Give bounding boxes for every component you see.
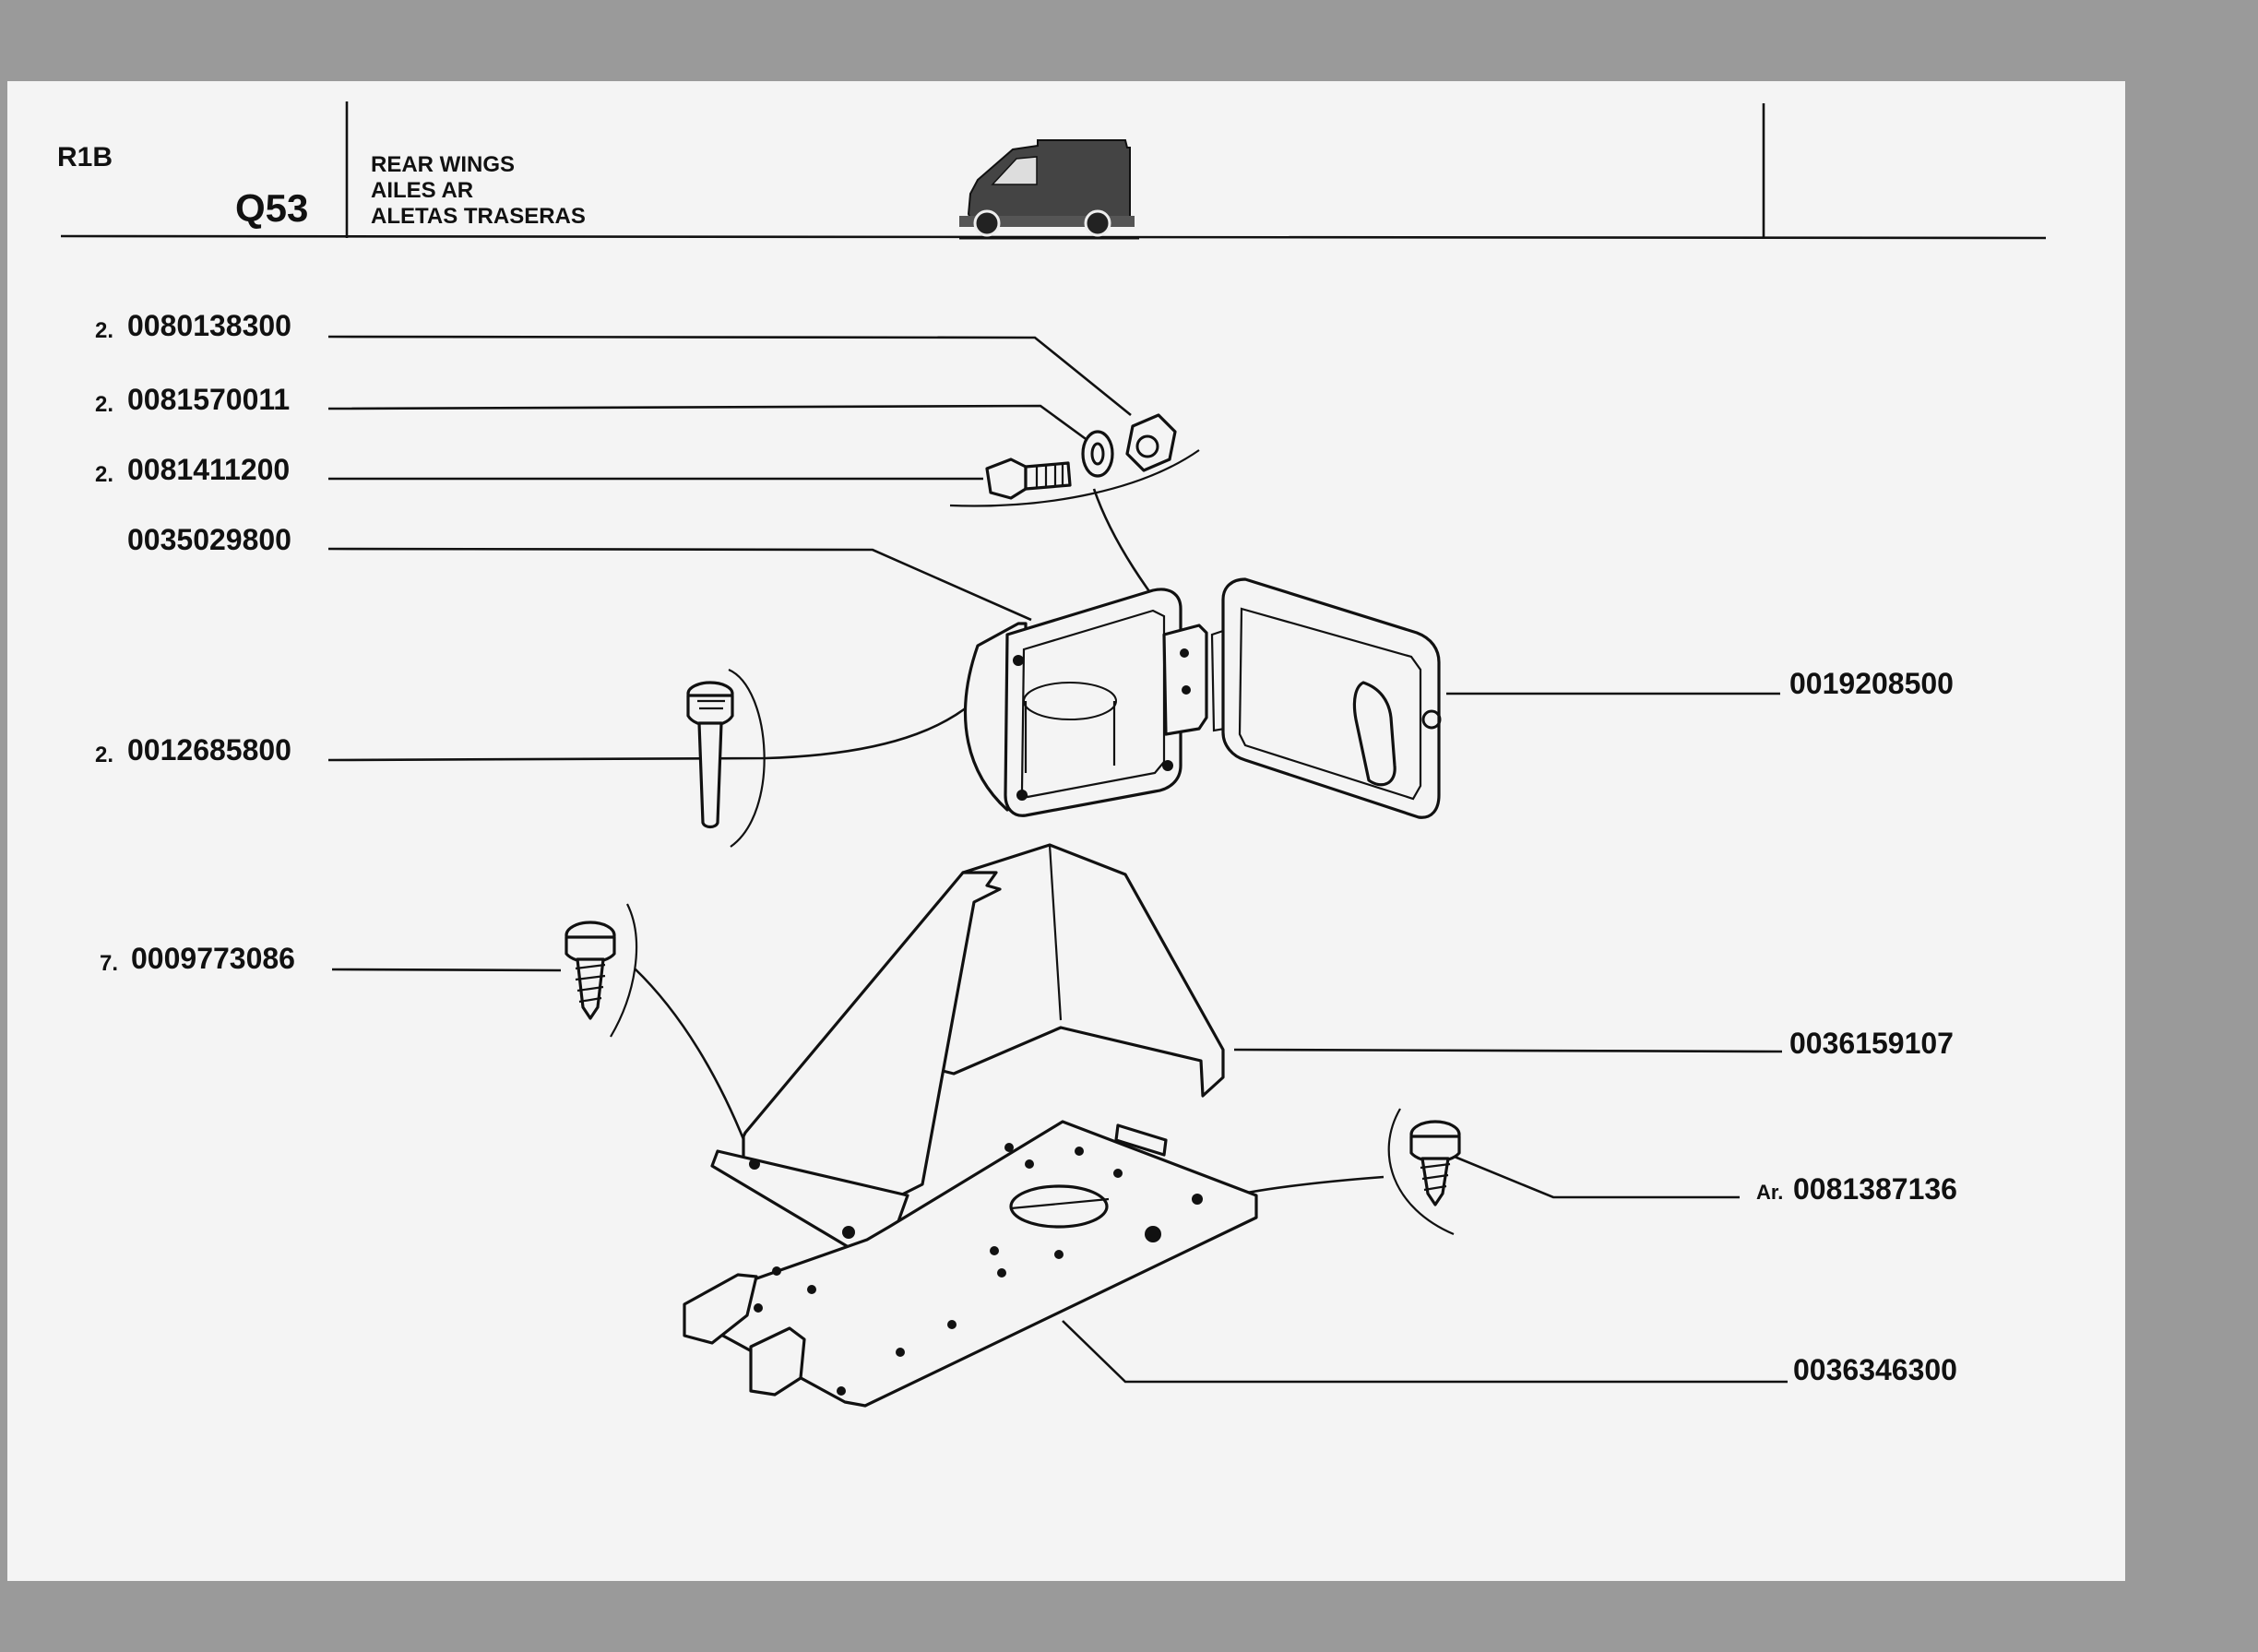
part-qty: 7.: [100, 951, 118, 976]
model-code: R1B: [57, 142, 113, 172]
header-block: R1B Q53 REAR WINGS AILES AR ALETAS TRASE…: [57, 101, 2047, 240]
filler-door: [1221, 577, 1442, 819]
part-number: 0009773086: [131, 942, 295, 975]
callout-arc: [1387, 1108, 1455, 1236]
hardware-screw-left: [564, 903, 637, 1038]
leader-line-pin: [327, 663, 1007, 762]
callout-arc: [610, 903, 637, 1038]
leader-line-bracket: [1233, 1048, 1783, 1053]
part-qty: 2.: [95, 462, 113, 487]
title-en: REAR WINGS: [371, 152, 515, 177]
part-qty: 2.: [95, 392, 113, 417]
part-label-6: 0019208500: [1789, 667, 1954, 700]
callout-arc: [949, 449, 1200, 507]
part-number: 0080138300: [127, 309, 291, 342]
title-fr: AILES AR: [371, 178, 473, 203]
part-number: 0081411200: [127, 453, 290, 486]
support-bracket: [710, 843, 1225, 1266]
leader-line-screw-left: [331, 968, 562, 972]
part-label-8: Ar. 0081387136: [1756, 1172, 1957, 1206]
part-label-0: 2. 0080138300: [95, 309, 291, 343]
part-qty: 2.: [95, 318, 113, 343]
leader-line-screw-right: [1449, 1153, 1740, 1199]
leader-line-base-plate: [1062, 1320, 1788, 1384]
door-latch: [1352, 681, 1396, 787]
hardware-nut-washer-bolt: [949, 413, 1200, 507]
part-qty: 2.: [95, 743, 113, 767]
part-number: 0081387136: [1793, 1172, 1957, 1206]
part-number: 0036159107: [1789, 1027, 1954, 1060]
bracket-rear-leg: [937, 843, 1225, 1098]
hardware-pin: [686, 668, 766, 848]
callout-arc: [728, 668, 766, 848]
plate-tab-left: [683, 1273, 758, 1345]
part-label-2: 2. 0081411200: [95, 453, 290, 487]
leader-line-cover: [327, 547, 1032, 622]
filler-cap-housing: [963, 588, 1182, 817]
hardware-screw-right: [1387, 1108, 1461, 1236]
housing-frame: [1004, 588, 1182, 817]
part-label-3: 0035029800: [127, 523, 291, 556]
part-number: 0019208500: [1789, 667, 1954, 700]
section-code: Q53: [235, 186, 308, 230]
leader-line-washer: [327, 404, 1089, 443]
base-plate: [683, 1120, 1258, 1408]
leader-line-screw-to-bracket: [634, 968, 747, 1145]
part-label-4: 2. 0012685800: [95, 733, 291, 767]
part-qty: Ar.: [1756, 1181, 1783, 1204]
leader-line-nut: [327, 335, 1132, 417]
part-number: 0035029800: [127, 523, 291, 556]
nut-icon: [1125, 413, 1177, 472]
van-icon: [959, 139, 1139, 240]
title-es: ALETAS TRASERAS: [371, 204, 586, 229]
part-label-1: 2. 0081570011: [95, 383, 290, 417]
part-label-7: 0036159107: [1789, 1027, 1954, 1060]
part-number: 0036346300: [1793, 1353, 1957, 1386]
plate-center-hole: [1009, 1184, 1109, 1229]
catalog-sheet: [7, 81, 2125, 1581]
plate-tab-top: [1114, 1123, 1168, 1157]
plate-holes: [754, 1143, 1203, 1396]
part-label-9: 0036346300: [1793, 1353, 1957, 1386]
part-number: 0012685800: [127, 733, 291, 767]
bolt-icon: [985, 458, 1072, 500]
part-number: 0081570011: [127, 383, 290, 416]
bracket-front-leg: [742, 871, 1002, 1201]
hinge: [1162, 624, 1227, 736]
plate-tab-right: [749, 1326, 806, 1396]
filler-neck: [1023, 682, 1117, 720]
washer-icon: [1081, 430, 1114, 478]
part-label-5: 7. 0009773086: [100, 942, 295, 976]
